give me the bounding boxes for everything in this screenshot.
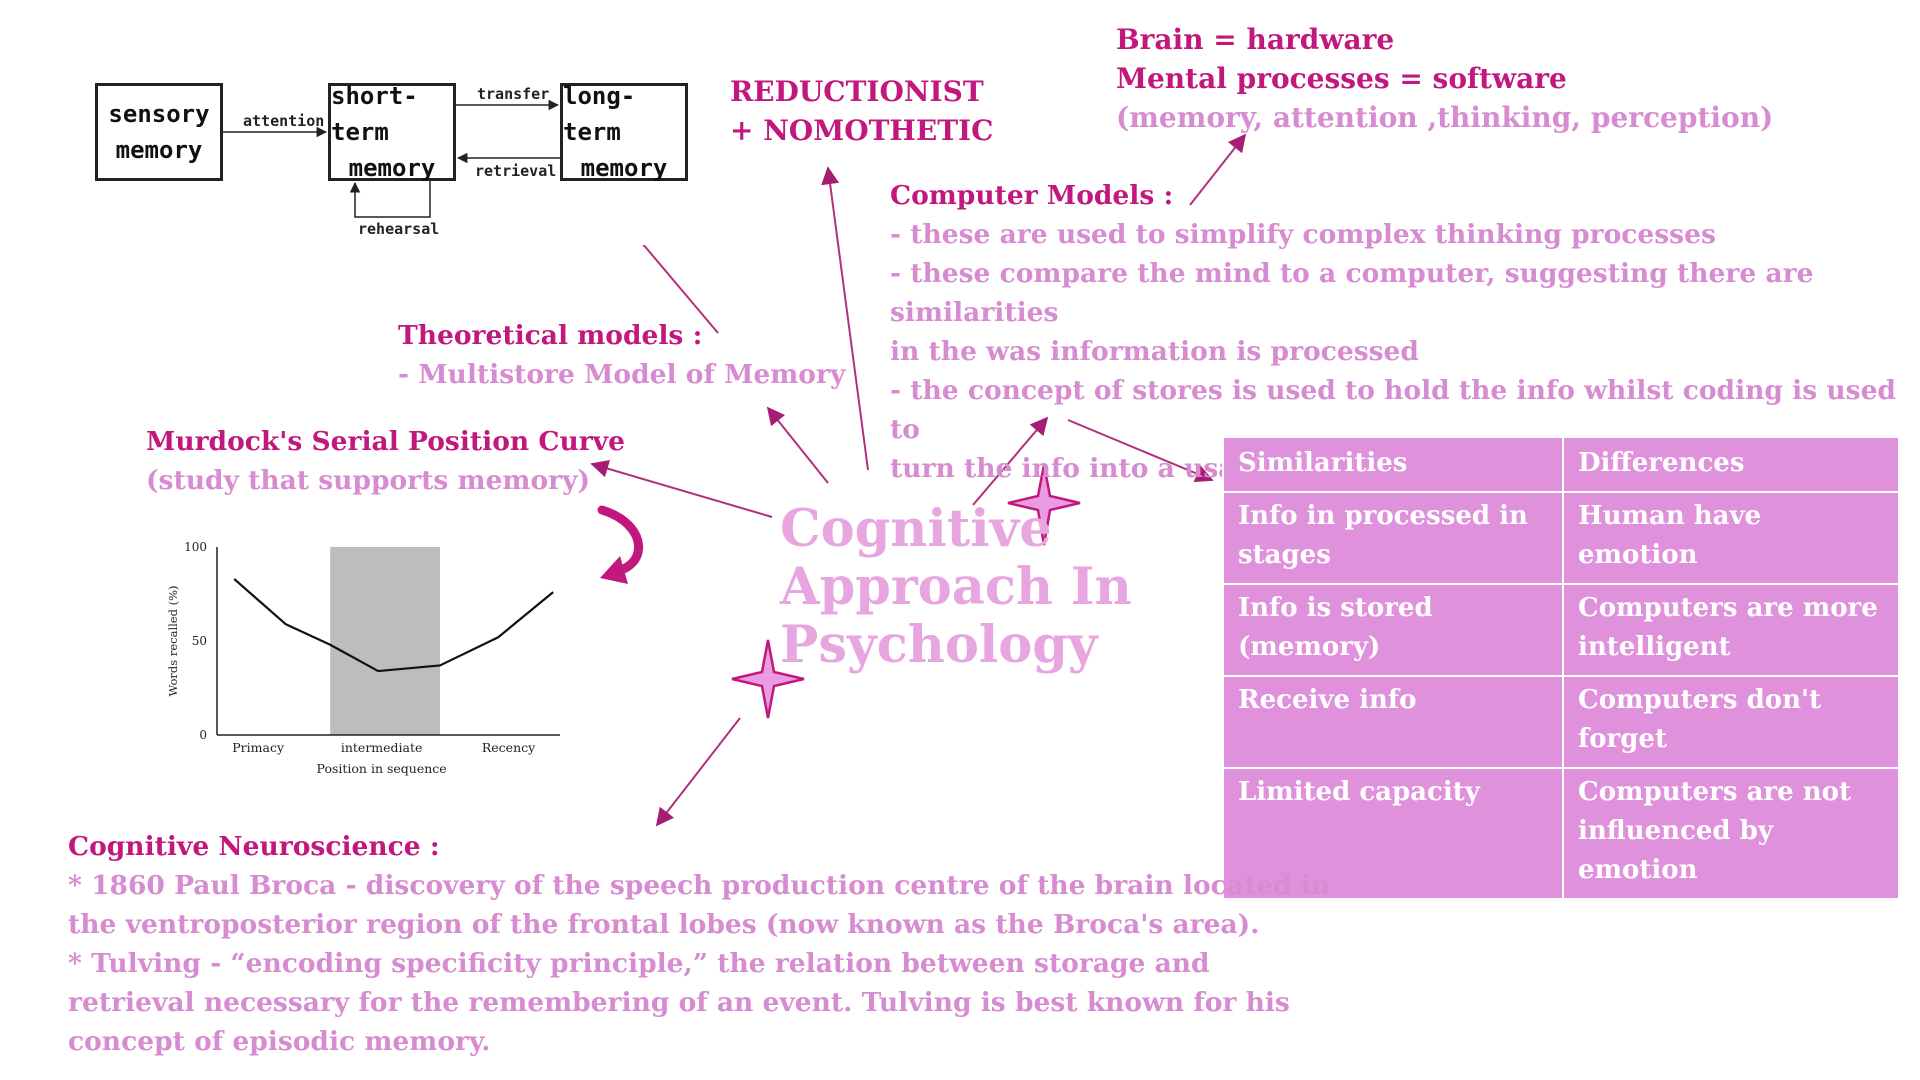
table-cell: Human have emotion <box>1562 491 1900 585</box>
murdock-subtitle: (study that supports memory) <box>146 465 591 496</box>
box-label: memory <box>348 154 436 182</box>
table-header-row: Similarities Differences <box>1222 436 1900 493</box>
y-tick-label: 50 <box>192 634 207 648</box>
computer-models-line: - the concept of stores is used to hold … <box>890 375 1896 445</box>
title-line: Approach In <box>780 557 1132 617</box>
box-label: long-term <box>563 82 636 146</box>
x-category-label: Primacy <box>232 740 285 755</box>
neuroscience-title: Cognitive Neuroscience : <box>68 831 440 862</box>
neuroscience-section: Cognitive Neuroscience : * 1860 Paul Bro… <box>68 827 1330 1061</box>
arrow-to-reductionist <box>821 166 869 471</box>
transfer-label: transfer <box>477 85 550 103</box>
neuroscience-line: retrieval necessary for the remembering … <box>68 987 1290 1018</box>
brain-hardware-line: Brain = hardware <box>1116 23 1395 56</box>
table-cell: Receive info <box>1222 675 1564 769</box>
multistore-model-diagram: sensory memory short-term memory long-te… <box>85 50 695 245</box>
y-tick-label: 100 <box>184 540 207 554</box>
box-label: short-term <box>331 82 418 146</box>
x-axis-label: Position in sequence <box>317 761 447 776</box>
x-category-label: intermediate <box>341 740 423 755</box>
mental-software-line: Mental processes = software <box>1116 62 1567 95</box>
arrow-to-theoretical <box>766 406 829 484</box>
processes-list-line: (memory, attention ,thinking, perception… <box>1116 101 1774 134</box>
table-cell: Computers don't forget <box>1562 675 1900 769</box>
short-term-memory-box: short-term memory <box>328 82 456 182</box>
reductionist-line: REDUCTIONIST <box>730 75 984 108</box>
theoretical-models-section: Theoretical models : - Multistore Model … <box>398 316 845 394</box>
table-row: Info in processed in stages Human have e… <box>1222 491 1900 585</box>
murdock-title: Murdock's Serial Position Curve <box>146 426 625 457</box>
rehearsal-label: rehearsal <box>358 220 440 238</box>
x-category-label: Recency <box>482 740 536 755</box>
box-label: memory <box>115 136 203 164</box>
long-term-memory-box: long-term memory <box>560 82 688 182</box>
arrow-to-neuro <box>655 717 741 827</box>
table-row: Limited capacity Computers are not influ… <box>1222 767 1900 900</box>
table-row: Info is stored (memory) Computers are mo… <box>1222 583 1900 677</box>
table-cell: Computers are more intelligent <box>1562 583 1900 677</box>
computer-models-line: in the was information is processed <box>890 336 1419 367</box>
similarities-header: Similarities <box>1222 436 1564 493</box>
table-row: Receive info Computers don't forget <box>1222 675 1900 769</box>
shaded-band <box>330 547 440 735</box>
table-cell: Computers are not influenced by emotion <box>1562 767 1900 900</box>
differences-header: Differences <box>1562 436 1900 493</box>
murdock-section: Murdock's Serial Position Curve (study t… <box>146 422 625 500</box>
computer-models-title: Computer Models : <box>890 180 1174 211</box>
y-axis-label: Words recalled (%) <box>166 585 180 696</box>
arrow-to-table <box>1067 419 1214 483</box>
arrow-to-computer-models <box>972 416 1049 506</box>
table-cell: Limited capacity <box>1222 767 1564 900</box>
central-topic-title: Cognitive Approach In Psychology <box>780 500 1200 674</box>
neuroscience-line: * Tulving - “encoding specificity princi… <box>68 948 1210 979</box>
sparkle-icon <box>1007 464 1081 546</box>
neuroscience-line: concept of episodic memory. <box>68 1026 491 1057</box>
arrow-to-brain <box>1189 133 1247 206</box>
neuroscience-line: * 1860 Paul Broca - discovery of the spe… <box>68 870 1331 901</box>
brain-analogy: Brain = hardware Mental processes = soft… <box>1116 20 1773 137</box>
sensory-memory-box: sensory memory <box>95 83 223 181</box>
theoretical-models-title: Theoretical models : <box>398 320 703 351</box>
nomothetic-line: + NOMOTHETIC <box>730 114 994 147</box>
computer-models-line: - these are used to simplify complex thi… <box>890 219 1716 250</box>
title-line: Psychology <box>780 615 1098 675</box>
multistore-arrows <box>223 99 560 218</box>
arrow-to-murdock <box>590 459 773 518</box>
table-cell: Info is stored (memory) <box>1222 583 1564 677</box>
recall-curve-line <box>233 578 554 673</box>
box-label: sensory <box>108 100 210 128</box>
theoretical-models-line: - Multistore Model of Memory <box>398 359 846 390</box>
similarities-differences-table: Similarities Differences Info in process… <box>1222 436 1900 900</box>
neuroscience-line: the ventroposterior region of the fronta… <box>68 909 1260 940</box>
computer-models-line: - these compare the mind to a computer, … <box>890 258 1814 328</box>
sparkle-icon <box>731 639 805 719</box>
reductionist-note: REDUCTIONIST + NOMOTHETIC <box>730 72 993 150</box>
y-tick-label: 0 <box>199 728 207 742</box>
box-label: memory <box>580 154 668 182</box>
retrieval-label: retrieval <box>475 162 557 180</box>
title-line: Cognitive <box>780 499 1052 559</box>
table-cell: Info in processed in stages <box>1222 491 1564 585</box>
attention-label: attention <box>243 112 325 130</box>
